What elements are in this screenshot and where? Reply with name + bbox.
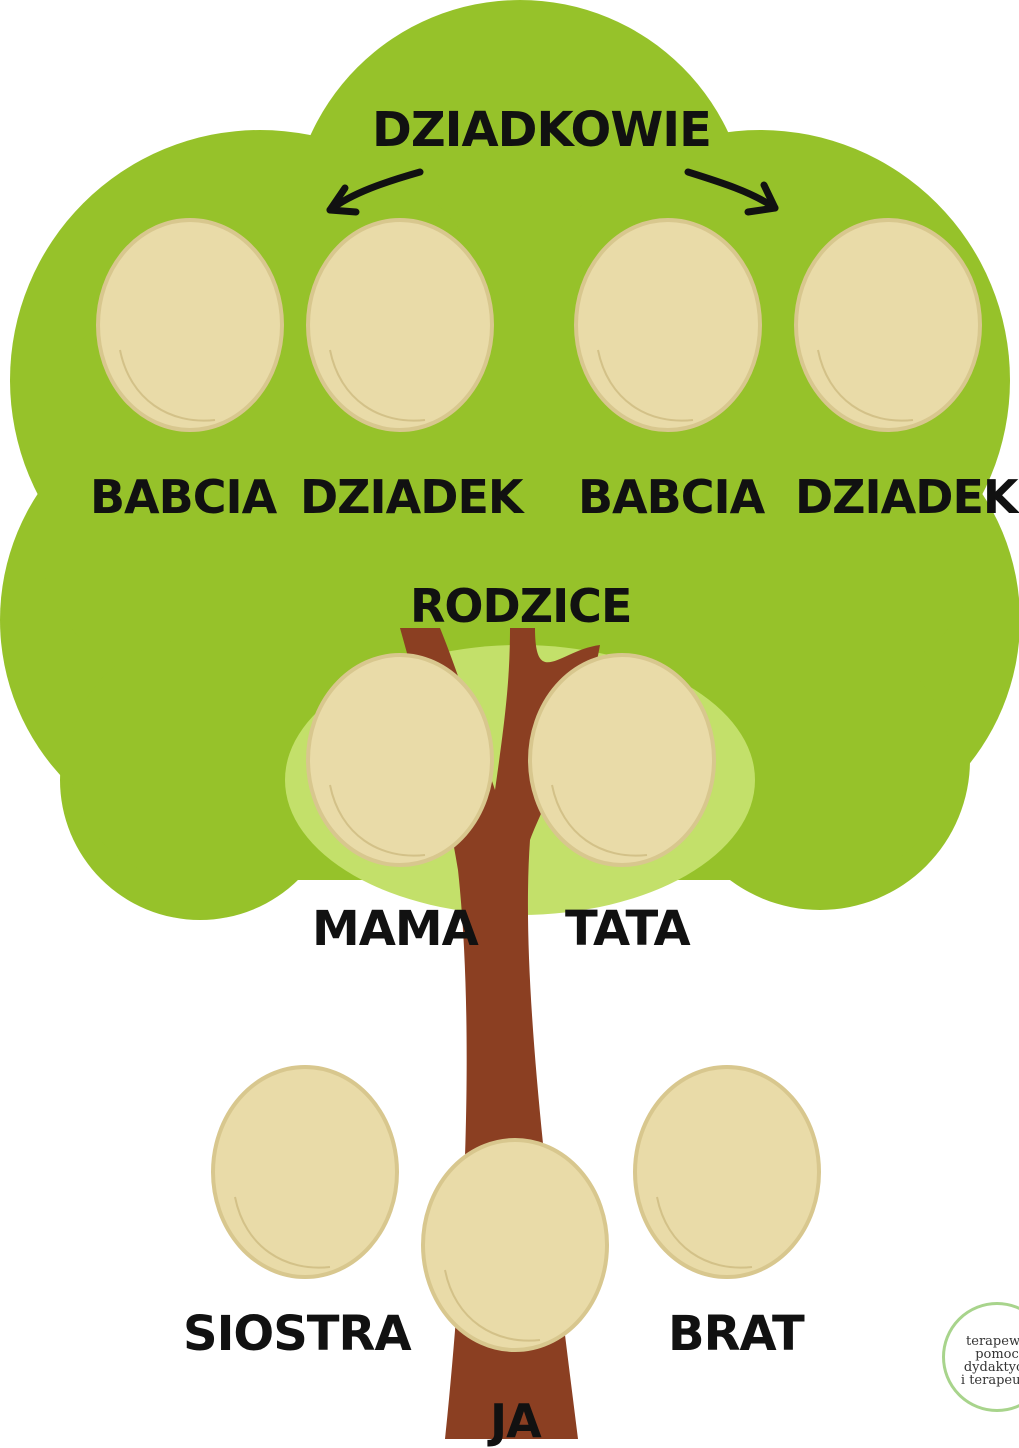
watermark-line-1: terapewk — [966, 1334, 1019, 1349]
curved-arrow-left-icon — [326, 168, 424, 216]
photo-circle-dad[interactable] — [528, 653, 716, 867]
photo-circle-grandpa-left[interactable] — [306, 218, 494, 432]
curved-arrow-right-icon — [684, 168, 779, 216]
watermark-line-4: i terapeuty — [960, 1373, 1019, 1388]
photo-circle-sister[interactable] — [211, 1065, 399, 1279]
photo-circle-grandma-left[interactable] — [96, 218, 284, 432]
label-me: JA — [490, 1394, 542, 1448]
photo-circle-grandpa-right[interactable] — [794, 218, 982, 432]
label-grandma-right: BABCIA — [578, 470, 765, 524]
label-grandpa-right: DZIADEK — [795, 470, 1019, 524]
photo-circle-me[interactable] — [421, 1138, 609, 1352]
label-dad: TATA — [565, 901, 691, 957]
label-grandma-left: BABCIA — [90, 470, 277, 524]
label-mom: MAMA — [312, 901, 479, 957]
grandparents-heading: DZIADKOWIE — [372, 102, 712, 158]
watermark-logo: terapewk pomoc dydaktycz i terapeuty — [942, 1302, 1019, 1412]
watermark-line-2: pomoc — [975, 1347, 1019, 1362]
parents-heading: RODZICE — [410, 579, 632, 633]
photo-circles — [96, 218, 982, 1352]
photo-circle-brother[interactable] — [633, 1065, 821, 1279]
photo-circle-mom[interactable] — [306, 653, 494, 867]
label-sister: SIOSTRA — [183, 1306, 412, 1362]
label-brother: BRAT — [668, 1306, 805, 1362]
photo-circle-strokes — [119, 349, 914, 1342]
label-grandpa-left: DZIADEK — [300, 470, 524, 524]
photo-circle-grandma-right[interactable] — [574, 218, 762, 432]
watermark-line-3: dydaktycz — [963, 1360, 1019, 1375]
